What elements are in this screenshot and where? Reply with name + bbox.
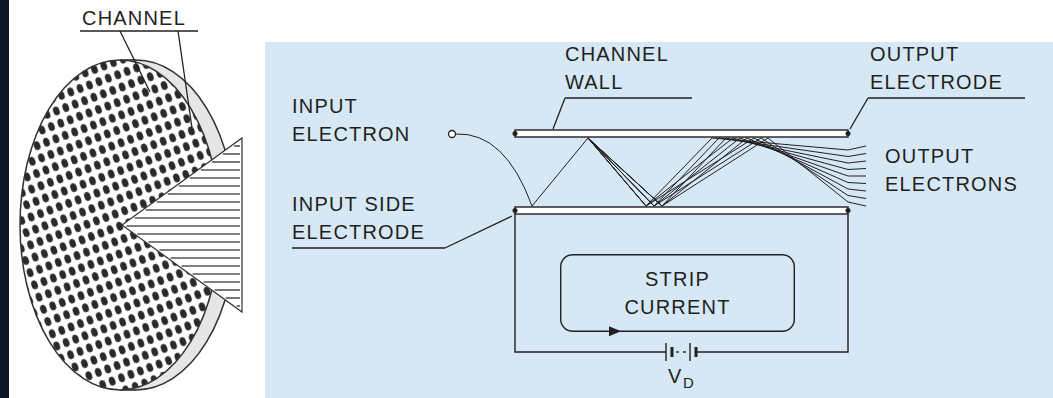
leader-line	[292, 98, 1025, 248]
leader-line	[120, 31, 150, 92]
callout-label: OUTPUT ELECTRODE	[870, 40, 1003, 96]
electrode-dot	[513, 131, 851, 213]
voltage-subscript: D	[683, 374, 695, 392]
current-loop: STRIP CURRENT	[560, 254, 795, 332]
leader-line	[178, 31, 192, 128]
callout-label: OUTPUT ELECTRONS	[885, 142, 1018, 198]
channel-wall	[515, 130, 848, 214]
panel	[265, 42, 1053, 398]
battery-symbol	[666, 343, 696, 361]
label-underline	[80, 30, 198, 31]
callout-label: INPUT SIDE ELECTRODE	[292, 190, 502, 246]
mcp-disk	[20, 60, 242, 390]
callout-label: CHANNEL WALL	[565, 40, 668, 96]
electron-dot	[449, 131, 456, 138]
callout-label: INPUT ELECTRON	[292, 92, 411, 148]
edge-strip	[0, 0, 9, 398]
loop-label: STRIP CURRENT	[624, 265, 730, 321]
voltage-symbol: V	[668, 362, 683, 390]
callout-label: CHANNEL	[82, 4, 186, 32]
loop-outline	[560, 254, 795, 332]
electron-trajectory	[456, 134, 866, 206]
